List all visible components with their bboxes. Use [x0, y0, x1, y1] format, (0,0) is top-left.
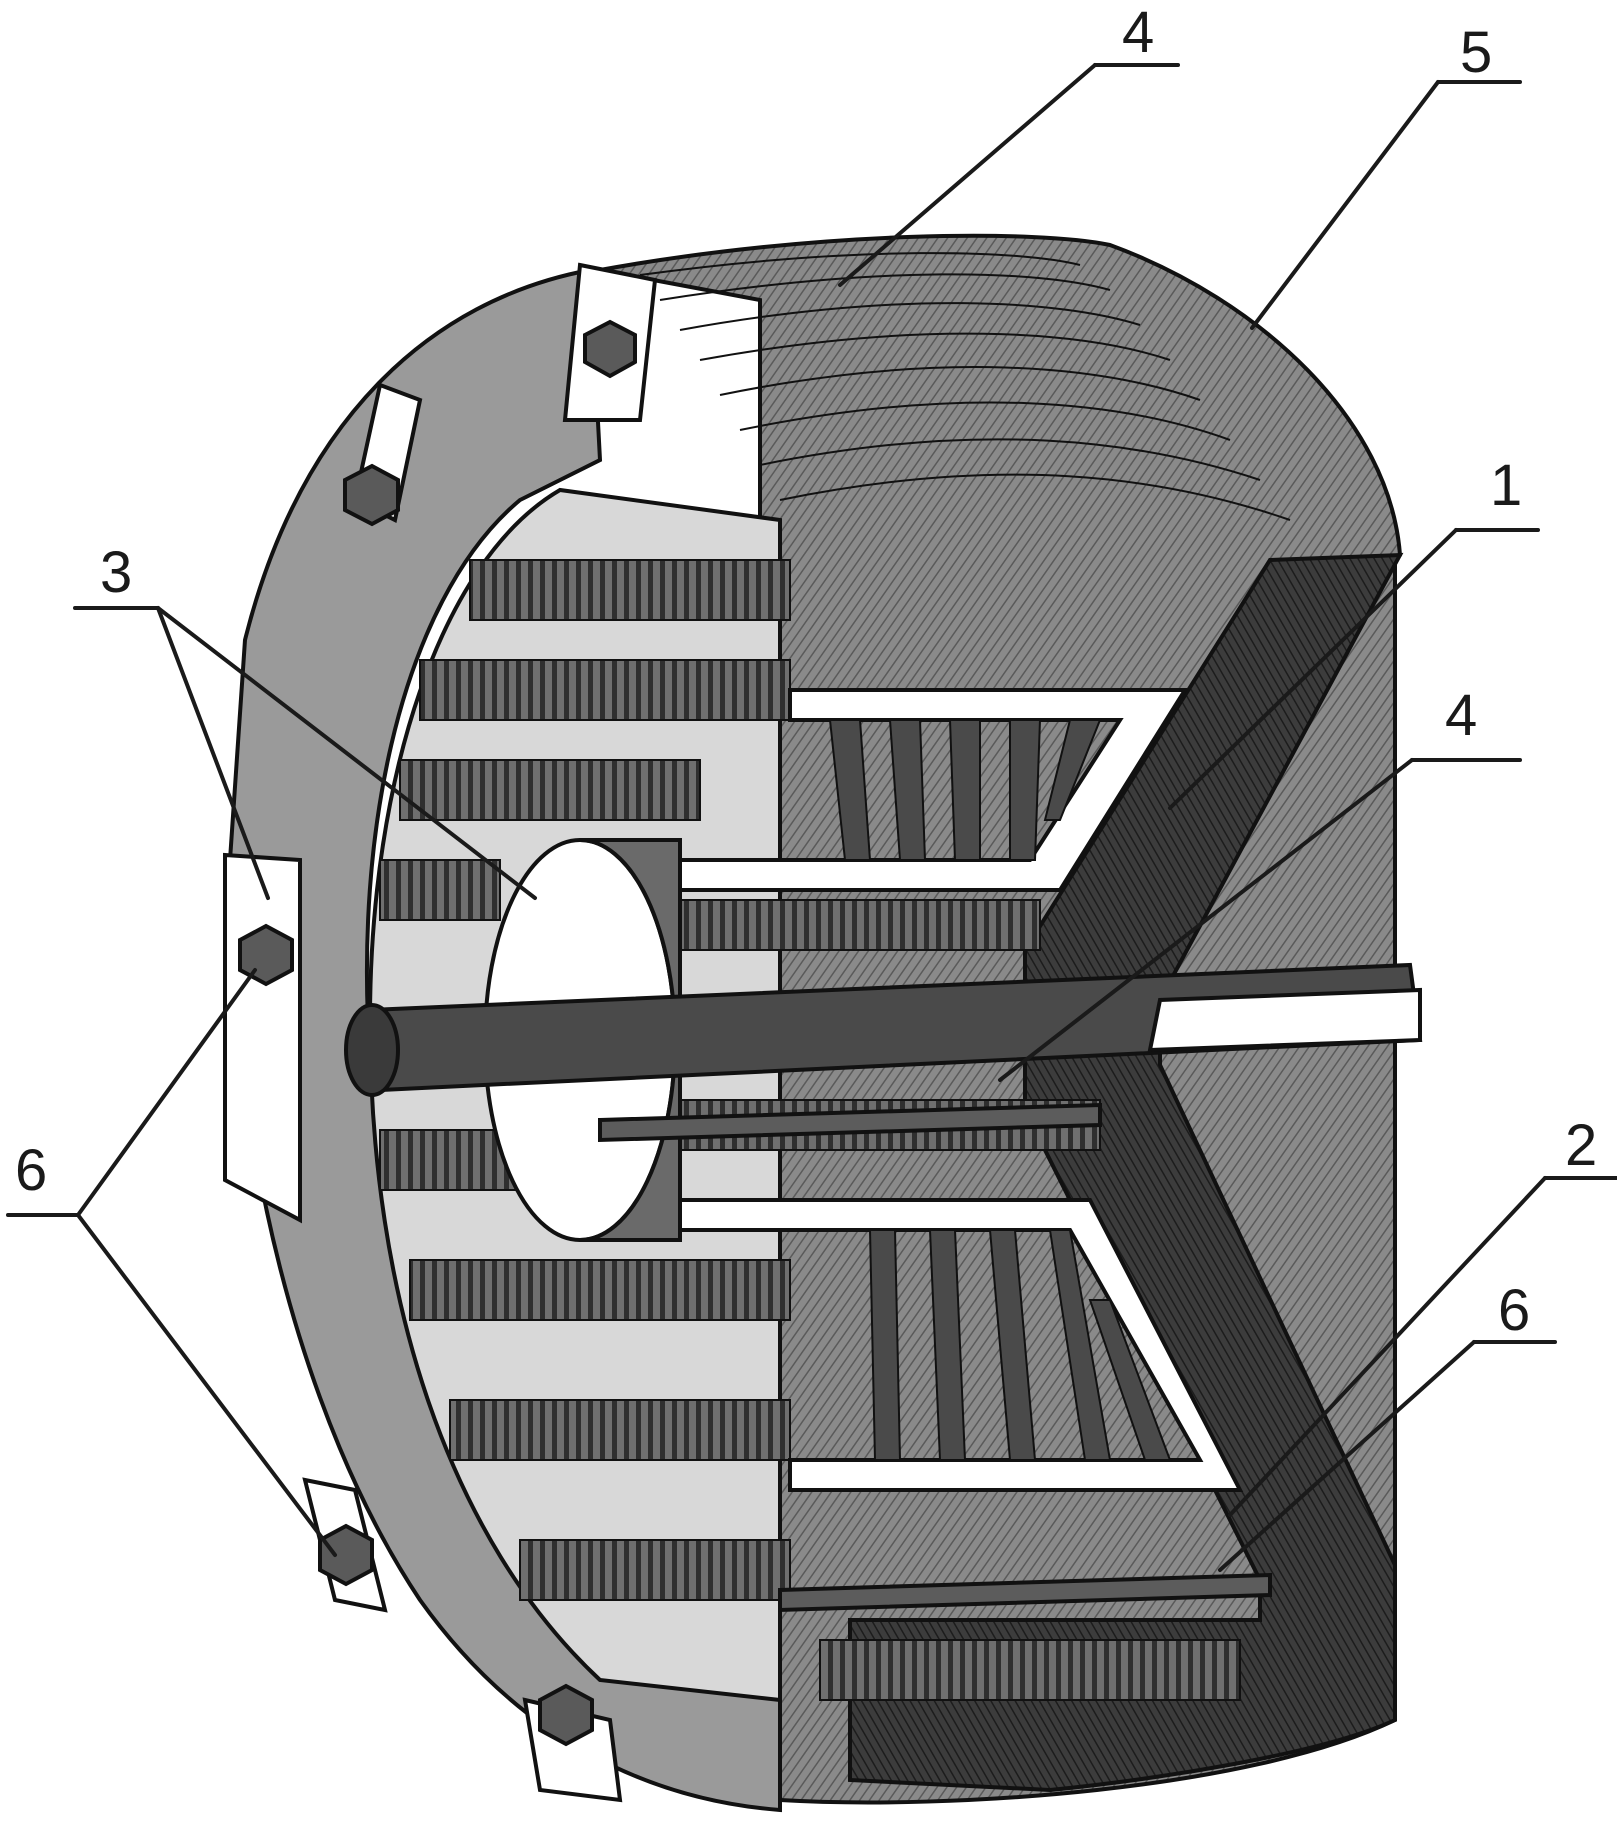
label-1: 1 — [1168, 453, 1540, 810]
label-4-mid: 4 — [998, 683, 1522, 1082]
radial-fins-lower — [868, 1229, 1172, 1461]
label-6-right: 6 — [1218, 1278, 1557, 1572]
conical-core — [658, 688, 1244, 1701]
ref-number: 2 — [1565, 1113, 1597, 1178]
ref-number: 4 — [1445, 683, 1477, 748]
bolt-head — [538, 1683, 594, 1747]
tie-rods — [598, 1102, 1272, 1613]
shaft — [344, 962, 1423, 1097]
reference-labels: 4 5 1 3 4 2 6 — [6, 0, 1617, 1572]
ref-number: 6 — [15, 1138, 47, 1203]
bolt-head — [318, 1523, 374, 1587]
label-2: 2 — [1228, 1113, 1617, 1517]
radial-fins-upper — [828, 719, 1102, 861]
label-3: 3 — [73, 540, 537, 900]
label-5: 5 — [1250, 20, 1522, 330]
winding-rings — [639, 252, 1291, 521]
stator-laminations — [379, 559, 791, 1601]
ref-number: 6 — [1498, 1278, 1530, 1343]
bolt-head — [343, 463, 400, 527]
bolt-head — [583, 319, 637, 379]
label-4-top: 4 — [838, 0, 1180, 287]
ref-number: 5 — [1460, 20, 1492, 85]
bolt-head — [238, 923, 294, 987]
ref-number: 4 — [1122, 0, 1154, 65]
ref-number: 3 — [100, 540, 132, 605]
label-6-left: 6 — [6, 968, 337, 1557]
ref-number: 1 — [1490, 453, 1522, 518]
